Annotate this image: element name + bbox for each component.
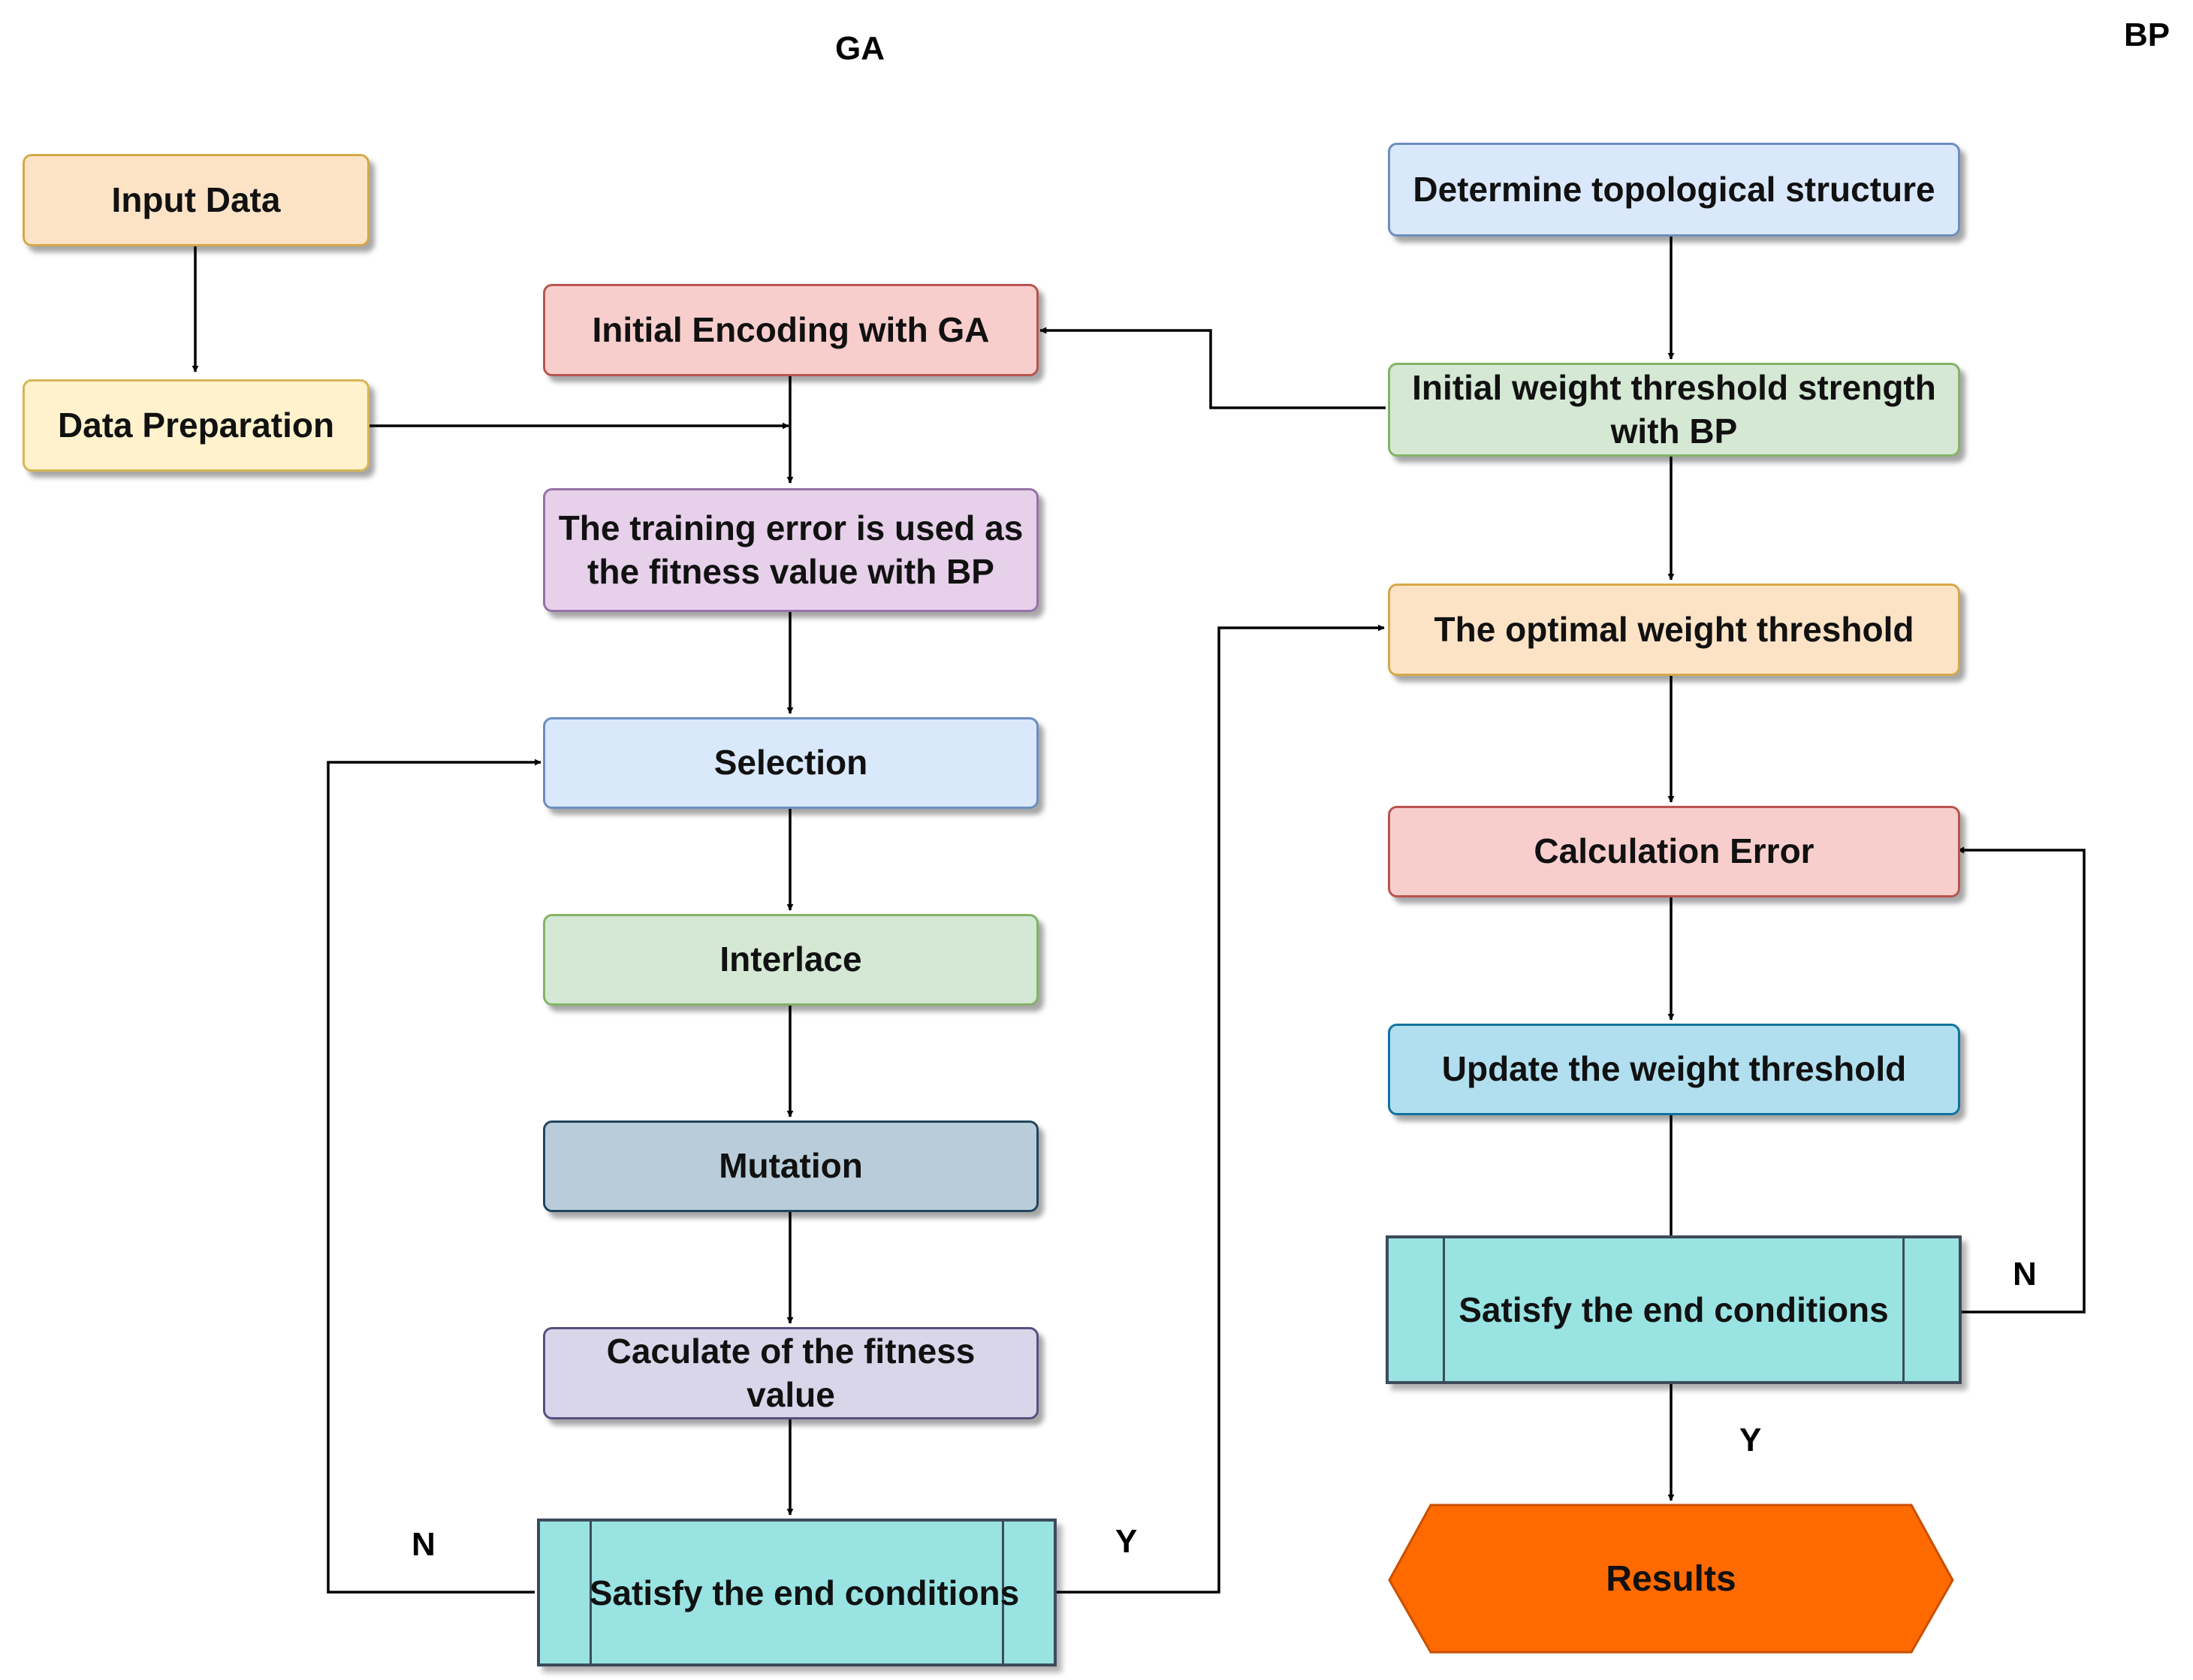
ga-end-left-bar	[590, 1522, 592, 1663]
bp-no-label: N	[2013, 1256, 2037, 1292]
arrow-ga-no-loop	[327, 759, 541, 1594]
ga-section-title: GA	[835, 30, 885, 67]
ga-end-conditions-label: Satisfy the end conditions	[589, 1573, 1020, 1612]
initial-encoding-node: Initial Encoding with GA	[543, 284, 1039, 376]
bp-end-right-bar	[1902, 1238, 1905, 1381]
calculation-error-node: Calculation Error	[1388, 806, 1960, 897]
calculate-fitness-node: Caculate of the fitness value	[543, 1327, 1039, 1419]
bp-end-conditions-node: Satisfy the end conditions	[1386, 1235, 1962, 1384]
ga-no-label: N	[412, 1526, 436, 1563]
mutation-node: Mutation	[543, 1121, 1039, 1212]
input-data-node: Input Data	[23, 154, 370, 246]
results-node: Results	[1606, 1558, 1736, 1599]
selection-node: Selection	[543, 717, 1039, 809]
data-preparation-node: Data Preparation	[23, 379, 370, 472]
arrow-initial-weight-to-encoding	[1039, 327, 1386, 409]
training-error-node: The training error is used as the fitnes…	[543, 488, 1039, 612]
initial-weight-node: Initial weight threshold strength with B…	[1388, 363, 1960, 457]
arrow-bp-no-loop	[1957, 846, 2086, 1314]
ga-yes-label: Y	[1115, 1523, 1138, 1560]
arrow-ga-yes-to-optimal	[1055, 624, 1385, 1594]
ga-end-right-bar	[1002, 1522, 1004, 1663]
bp-end-conditions-label: Satisfy the end conditions	[1458, 1290, 1889, 1329]
ga-end-conditions-node: Satisfy the end conditions	[537, 1519, 1057, 1666]
optimal-weight-node: The optimal weight threshold	[1388, 584, 1960, 676]
interlace-node: Interlace	[543, 914, 1039, 1006]
bp-section-title: BP	[2124, 17, 2170, 53]
update-weight-node: Update the weight threshold	[1388, 1024, 1960, 1115]
determine-topology-node: Determine topological structure	[1388, 143, 1960, 237]
bp-end-left-bar	[1443, 1238, 1445, 1381]
bp-yes-label: Y	[1739, 1422, 1762, 1458]
